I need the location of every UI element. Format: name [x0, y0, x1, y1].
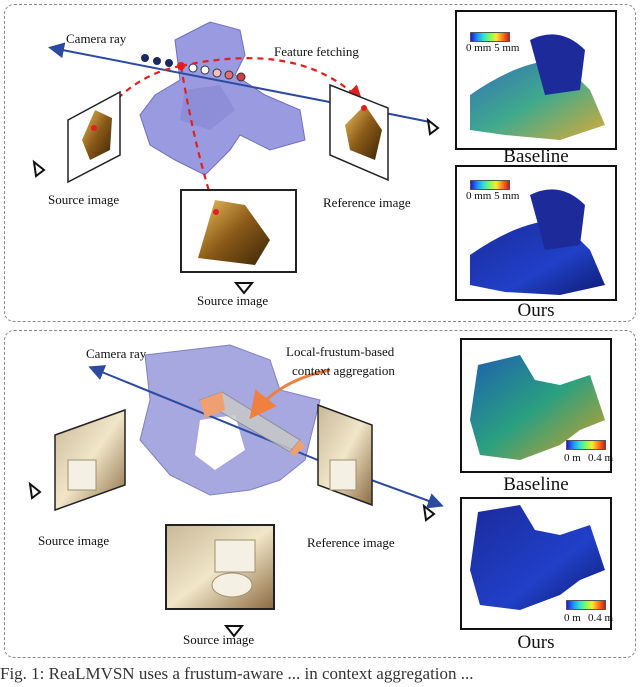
baseline-map-top [470, 34, 605, 140]
reference-image-label-bottom: Reference image [307, 535, 395, 550]
top-panel [4, 4, 636, 322]
colorbar-ours-bottom [566, 600, 606, 610]
colorbar-baseline-top [470, 32, 510, 42]
ours-label-bottom: Ours [517, 632, 555, 653]
source-image-left-bottom [54, 408, 126, 512]
baseline-map-bottom [470, 355, 605, 460]
reference-image-top [329, 83, 389, 182]
source-image-label-left-top: Source image [48, 192, 120, 207]
legend-ours-top: 0 mm 5 mm [466, 190, 520, 202]
baseline-label-top: Baseline [503, 146, 569, 167]
bottom-panel [4, 330, 636, 658]
source-image-label-bottom-bottom: Source image [183, 632, 255, 647]
context-aggregation-arrow [249, 368, 331, 420]
camera-ray-top [48, 42, 346, 106]
legend-baseline-bottom-min: 0 m [564, 452, 581, 464]
legend-baseline-top: 0 mm 5 mm [466, 42, 520, 54]
baseline-frame-bottom [460, 338, 612, 473]
baseline-frame-top [455, 10, 617, 150]
camera-ray-label-top: Camera ray [66, 31, 127, 46]
source-image-bottom-top [180, 189, 297, 273]
voxel-object-top [139, 21, 306, 176]
figure-caption: Fig. 1: ReaLMVSN uses a frustum-aware ..… [0, 664, 474, 683]
reference-image-bottom [317, 403, 373, 507]
ours-map-top [470, 189, 605, 295]
source-image-label-bottom-top: Source image [197, 293, 269, 308]
legend-ours-bottom-min: 0 m [564, 612, 581, 624]
source-image-label-left-bottom: Source image [38, 533, 110, 548]
local-frustum-label-1: Local-frustum-based [286, 344, 395, 359]
feature-fetching-label: Feature fetching [274, 44, 359, 59]
legend-ours-bottom-max: 0.4 m [588, 612, 614, 624]
colorbar-baseline-bottom [566, 440, 606, 450]
local-frustum-label-2: context aggregation [292, 363, 395, 378]
source-image-bottom-bottom [165, 524, 275, 610]
colorbar-ours-top [470, 180, 510, 190]
ours-frame-bottom [460, 497, 612, 630]
reference-image-label-top: Reference image [323, 195, 411, 210]
ours-map-bottom [470, 505, 605, 610]
baseline-label-bottom: Baseline [503, 474, 569, 495]
legend-baseline-bottom-max: 0.4 m [588, 452, 614, 464]
ours-frame-top [455, 165, 617, 301]
local-frustum [198, 391, 305, 456]
camera-icon [28, 117, 440, 638]
camera-ray-label-bottom: Camera ray [86, 346, 147, 361]
voxel-scene-bottom [139, 344, 321, 496]
ours-label-top: Ours [517, 300, 555, 321]
source-image-left-top [67, 90, 121, 184]
